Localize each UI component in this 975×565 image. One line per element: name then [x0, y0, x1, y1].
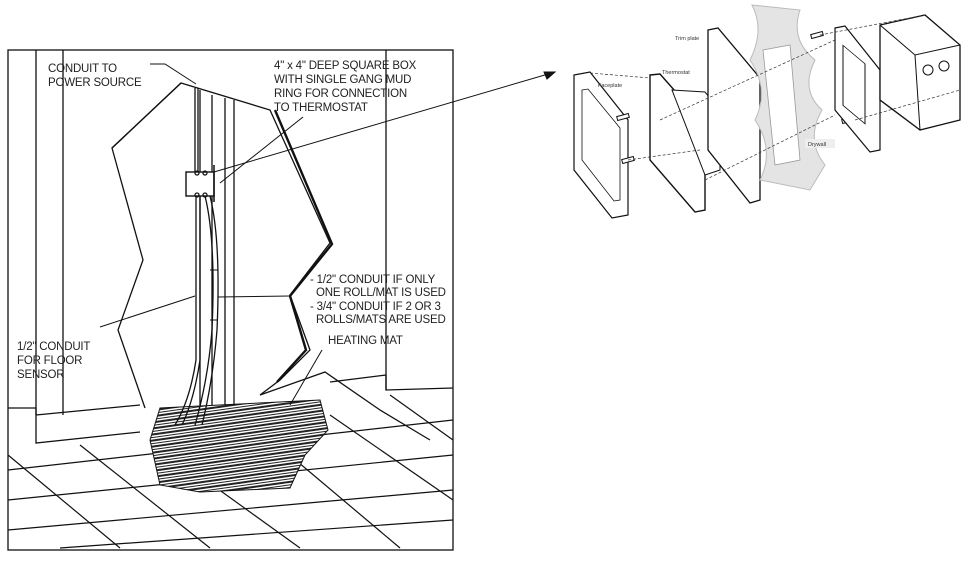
thermostat-exploded-view: Trim plate Thermostat Faceplate Drywall [573, 4, 961, 219]
frame [7, 49, 454, 551]
label-conduit-to-power-source: CONDUIT TO POWER SOURCE [48, 63, 142, 89]
baseboard [8, 374, 454, 444]
label-floor-sensor-conduit: 1/2" CONDUIT FOR FLOOR SENSOR [17, 341, 93, 381]
label-drywall: Drywall [808, 142, 826, 148]
faceplate [573, 71, 629, 219]
junction-box [185, 165, 215, 202]
conduits [174, 88, 219, 426]
square-box [879, 14, 961, 131]
label-heating-mat: HEATING MAT [328, 335, 403, 347]
label-conduit-options: - 1/2" CONDUIT IF ONLY ONE ROLL/MAT IS U… [310, 274, 449, 326]
label-trim-plate: Trim plate [675, 36, 699, 42]
leader-lines [99, 63, 557, 406]
alignment-guides [589, 14, 961, 181]
drywall-label-bg [805, 139, 835, 148]
label-thermostat: Thermostat [662, 70, 690, 76]
label-faceplate: Faceplate [598, 83, 622, 89]
torn-drywall-outline [111, 82, 431, 441]
drywall [749, 4, 826, 191]
label-square-box: 4" x 4" DEEP SQUARE BOX WITH SINGLE GANG… [274, 60, 419, 114]
heating-mat [149, 399, 329, 493]
floor-heating-installation: CONDUIT TO POWER SOURCE 4" x 4" DEEP SQU… [7, 49, 557, 551]
